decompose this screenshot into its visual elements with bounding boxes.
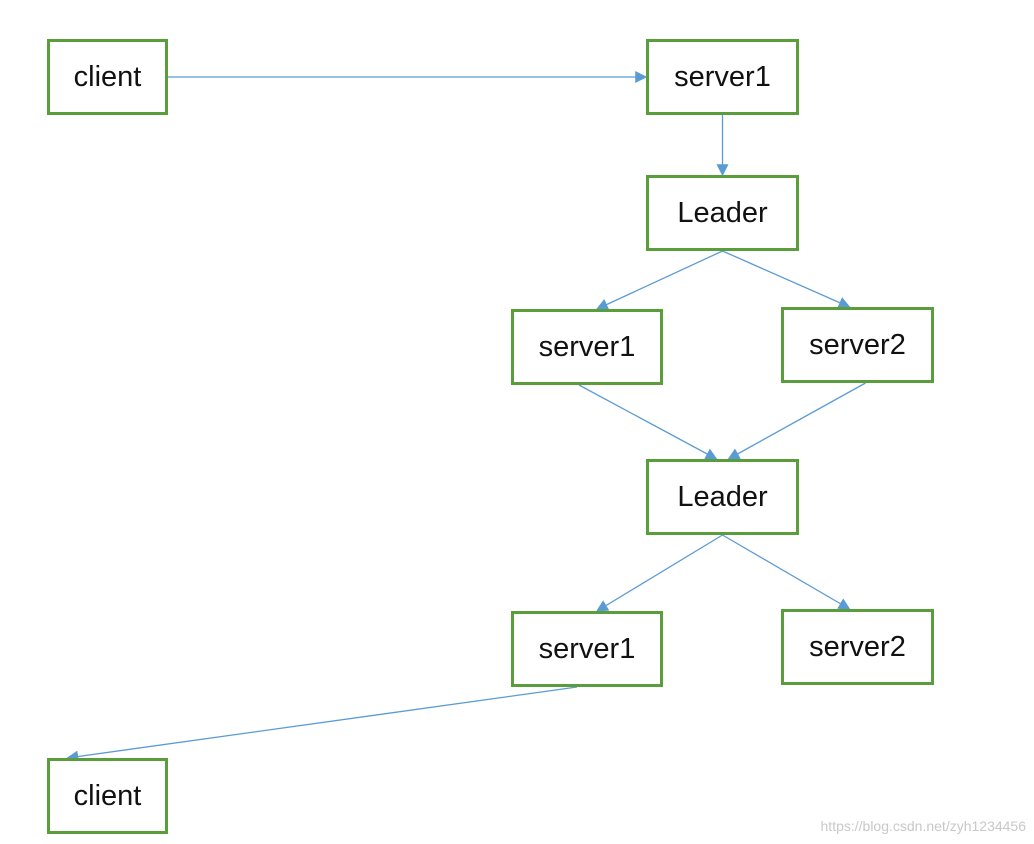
client-node-top: client: [47, 39, 168, 115]
client-node-bottom: client: [47, 758, 168, 834]
server2-node-bottom: server2: [781, 609, 934, 685]
edge-leader-2-to-server2-bottom: [722, 534, 851, 610]
watermark: https://blog.csdn.net/zyh1234456: [820, 818, 1026, 834]
edge-leader-1-to-server2-mid: [722, 250, 851, 309]
server1-node-bottom: server1: [511, 611, 663, 687]
server1-node-mid: server1: [511, 309, 663, 385]
edge-leader-2-to-server1-bottom: [595, 534, 723, 612]
edge-leader-1-to-server1-mid: [595, 250, 723, 310]
leader-node-2: Leader: [646, 459, 799, 535]
edge-server1-mid-to-leader-2: [578, 384, 718, 460]
server1-node-top: server1: [646, 39, 799, 115]
edge-server1-bottom-to-client-bottom: [66, 686, 578, 763]
edge-server2-mid-to-leader-2: [727, 382, 866, 460]
leader-node-1: Leader: [646, 175, 799, 251]
server2-node-mid: server2: [781, 307, 934, 383]
